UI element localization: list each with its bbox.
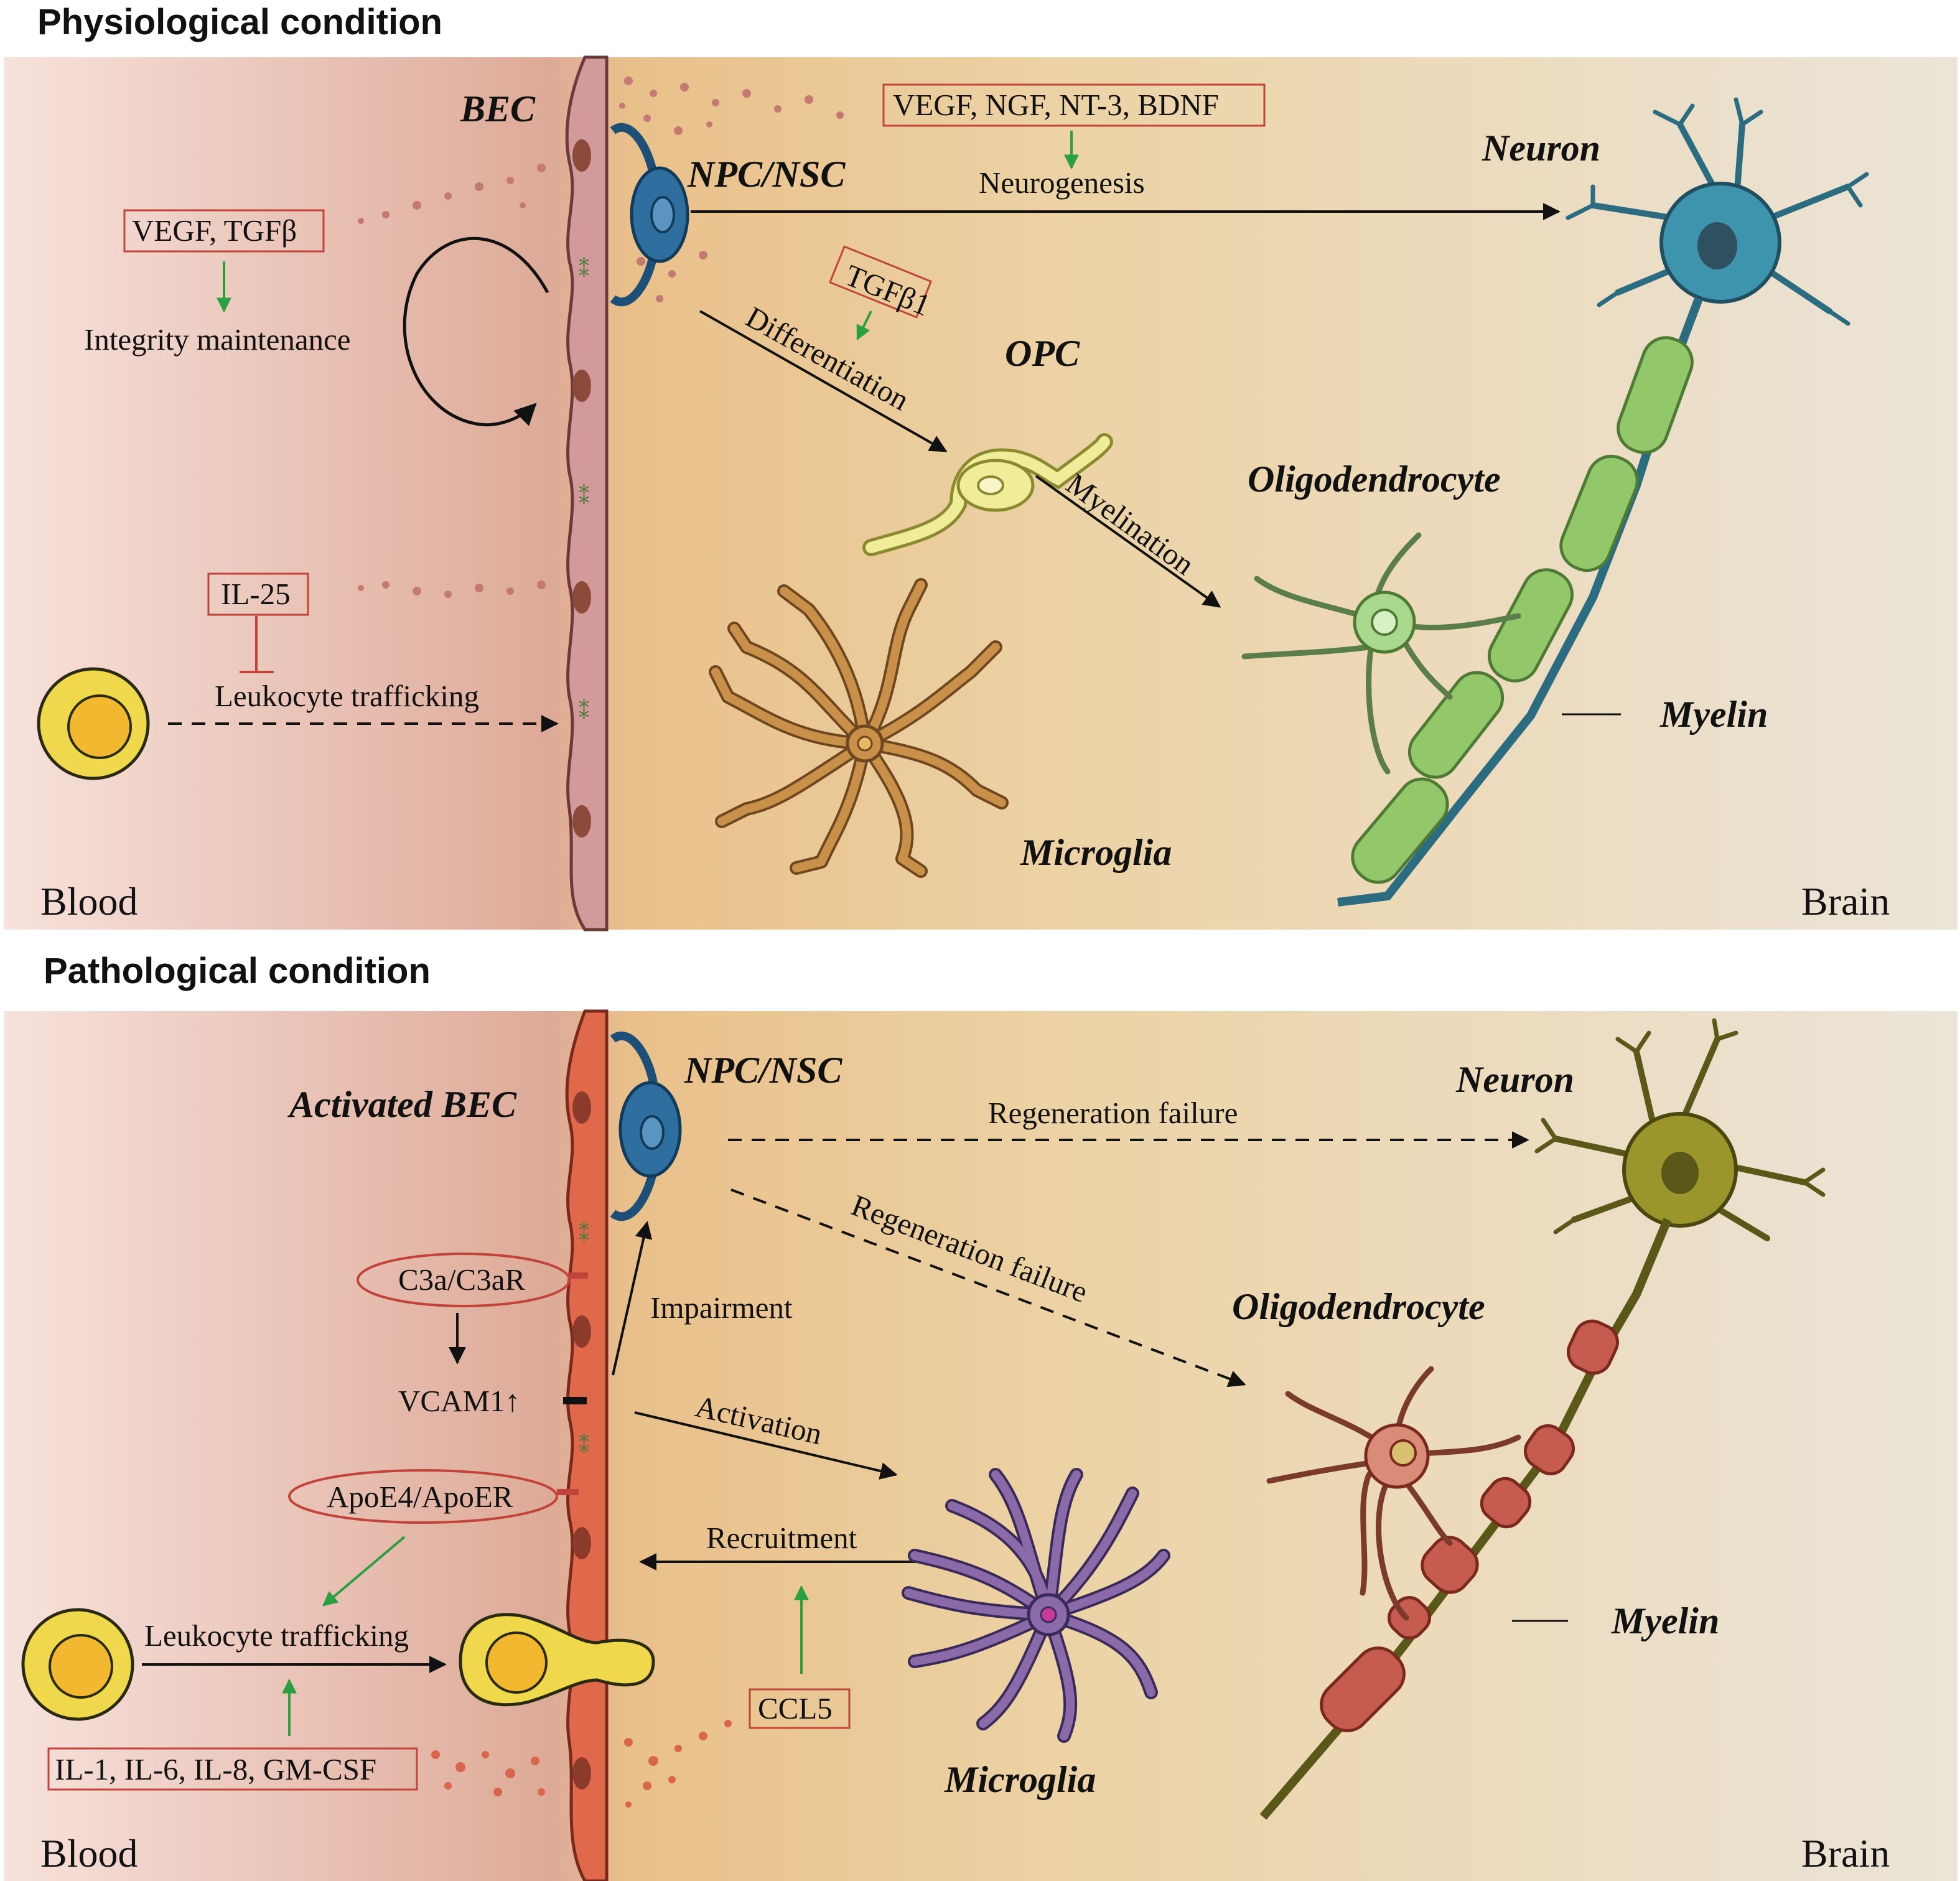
svg-text:⁑: ⁑	[579, 484, 589, 509]
brain-label-physiological: Brain	[1801, 879, 1890, 923]
npc-cell-pathological	[610, 1031, 682, 1221]
myelin-label-pathological: Myelin	[1611, 1600, 1719, 1641]
microglia-processes-fill-pathological	[904, 1470, 1168, 1740]
regeneration-failure-neuron-label: Regeneration failure	[988, 1096, 1238, 1130]
leukocyte-physiological	[37, 667, 150, 780]
oligodendrocyte-pathological	[1266, 1366, 1521, 1621]
oligodendrocyte-label-physiological: Oligodendrocyte	[1248, 459, 1501, 500]
integrity-label: Integrity maintenance	[84, 322, 351, 357]
svg-text:⁑: ⁑	[579, 1221, 589, 1246]
brain-label-pathological: Brain	[1801, 1831, 1890, 1875]
apoe-ellipse	[288, 1469, 558, 1524]
npc-cell-physiological	[610, 123, 689, 307]
vcam-label: VCAM1↑	[398, 1384, 520, 1418]
myelination-arrow	[1035, 475, 1221, 608]
secreted-cytokine-dots	[431, 1720, 732, 1808]
ccl5-label: CCL5	[758, 1691, 833, 1725]
vegf-tgfb-box	[123, 209, 325, 253]
oligodendrocyte-physiological	[1241, 532, 1521, 775]
impairment-arrow	[612, 1221, 653, 1376]
myelin-label-physiological: Myelin	[1659, 694, 1768, 735]
recruitment-label: Recruitment	[706, 1521, 857, 1555]
leukocyte-pathological-adhering	[459, 1613, 655, 1707]
myelin-sheaths-pathological	[1320, 1319, 1619, 1732]
c3a-ellipse	[357, 1253, 571, 1307]
neurogenesis-label: Neurogenesis	[979, 166, 1145, 200]
cytokines-label: IL-1, IL-6, IL-8, GM-CSF	[55, 1752, 376, 1786]
bec-vessel-physiological: ⁑ ⁑ ⁑	[565, 55, 609, 931]
microglia-label-pathological: Microglia	[944, 1759, 1096, 1800]
physiological-title: Physiological condition	[37, 2, 442, 42]
microglia-label-physiological: Microglia	[1020, 832, 1172, 873]
npc-label-pathological: NPC/NSC	[684, 1050, 842, 1091]
neuron-physiological	[1337, 97, 1869, 907]
oligodendrocyte-label-pathological: Oligodendrocyte	[1232, 1286, 1485, 1327]
microglia-processes-fill	[711, 581, 1006, 875]
svg-text:⁑: ⁑	[579, 257, 589, 282]
opc-label: OPC	[1005, 333, 1080, 374]
impairment-label: Impairment	[650, 1291, 793, 1325]
myelin-sheaths-physiological	[1351, 336, 1694, 884]
il25-box	[207, 572, 309, 616]
leukocyte-pathological-circulating	[21, 1608, 134, 1721]
cytokines-box	[47, 1747, 418, 1791]
blood-label-pathological: Blood	[40, 1831, 138, 1875]
leukocyte-label-pathological: Leukocyte trafficking	[144, 1618, 409, 1653]
pathological-title: Pathological condition	[44, 951, 431, 991]
c3a-label: C3a/C3aR	[398, 1263, 525, 1297]
neuron-label-physiological: Neuron	[1482, 128, 1600, 169]
neuron-label-pathological: Neuron	[1455, 1059, 1574, 1100]
activation-arrow	[634, 1411, 898, 1480]
neurotrophic-factors: VEGF, NGF, NT-3, BDNF	[893, 88, 1219, 122]
differentiation-arrow	[699, 310, 948, 452]
svg-text:⁑: ⁑	[579, 699, 589, 724]
il25-label: IL-25	[221, 577, 291, 611]
vegf-tgfb-label: VEGF, TGFβ	[132, 213, 297, 248]
vcam-marker	[563, 1397, 587, 1404]
microglia-nucleus-physiological	[857, 735, 873, 752]
microglia-nucleus-pathological	[1040, 1606, 1057, 1623]
npc-label-physiological: NPC/NSC	[687, 154, 846, 195]
svg-text:⁑: ⁑	[579, 1433, 589, 1458]
ccl5-box	[749, 1688, 851, 1729]
blood-label-physiological: Blood	[40, 879, 138, 923]
activated-bec-label: Activated BEC	[287, 1084, 517, 1125]
apoe-green-arrow	[322, 1536, 406, 1607]
bec-vessel-pathological: ⁑ ⁑	[565, 1009, 609, 1881]
tgfb1-box	[828, 245, 933, 319]
secreted-factor-dots	[358, 77, 844, 598]
regeneration-failure-oligo-arrow	[730, 1188, 1246, 1388]
opc-cell	[862, 433, 1113, 556]
tgfb1-green-arrow	[856, 310, 872, 341]
bec-label: BEC	[460, 88, 536, 129]
apoe-label: ApoE4/ApoER	[327, 1480, 513, 1514]
neurotrophic-factors-box	[882, 83, 1266, 127]
leukocyte-label-physiological: Leukocyte trafficking	[215, 679, 479, 713]
integrity-loop-arrow	[403, 236, 549, 427]
